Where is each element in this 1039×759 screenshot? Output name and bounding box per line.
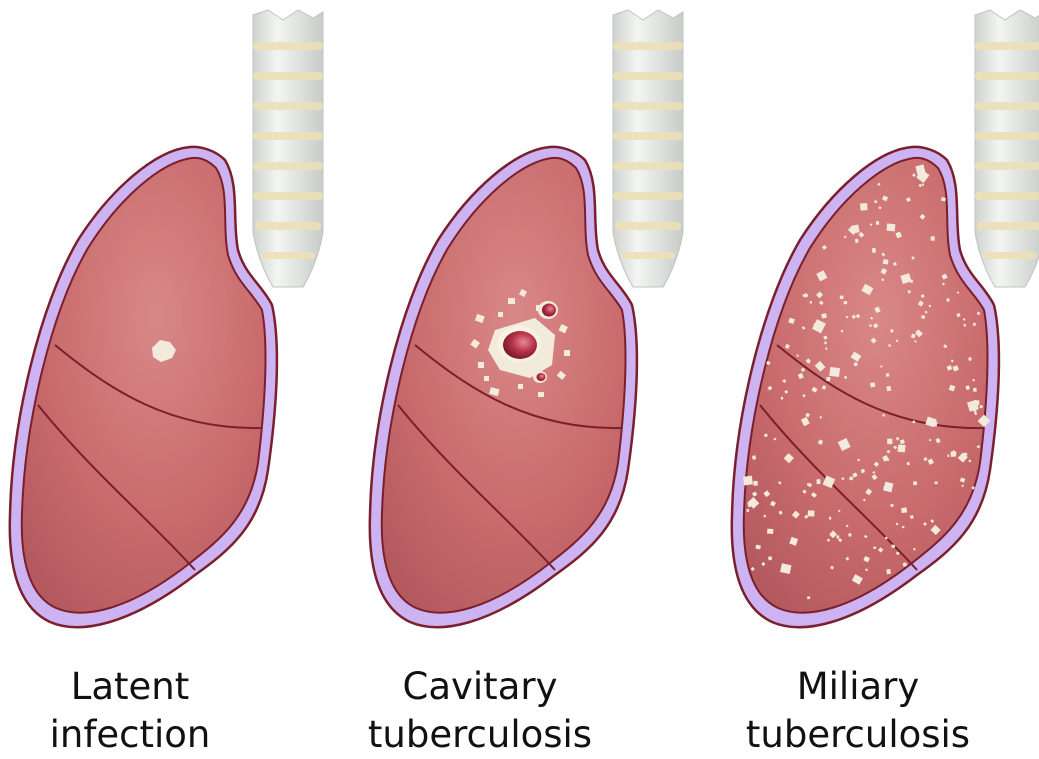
miliary-nodule xyxy=(890,504,893,507)
miliary-nodule xyxy=(826,377,830,382)
miliary-nodule xyxy=(908,290,911,293)
miliary-nodule xyxy=(897,445,905,453)
miliary-nodule xyxy=(807,483,809,486)
miliary-nodule xyxy=(743,476,753,486)
miliary-nodule xyxy=(885,537,887,539)
cavitary-panel xyxy=(370,10,683,627)
miliary-nodule xyxy=(886,386,891,391)
caption-line: infection xyxy=(0,711,280,759)
miliary-nodule xyxy=(913,481,917,485)
miliary-nodule xyxy=(969,460,971,462)
caption-line: Cavitary xyxy=(330,663,630,711)
miliary-nodule xyxy=(886,373,889,376)
miliary-nodule xyxy=(840,296,844,299)
miliary-nodule xyxy=(929,305,931,308)
caption-line: tuberculosis xyxy=(708,711,1008,759)
miliary-nodule xyxy=(910,280,913,283)
caption-line: tuberculosis xyxy=(330,711,630,759)
miliary-nodule xyxy=(870,382,875,387)
miliary-nodule xyxy=(900,439,905,444)
caption-miliary: Miliary tuberculosis xyxy=(708,663,1008,759)
miliary-nodule xyxy=(966,385,970,390)
miliary-nodule xyxy=(844,301,847,304)
latent-panel xyxy=(10,10,323,627)
miliary-nodule xyxy=(901,507,907,513)
miliary-nodule xyxy=(951,451,957,456)
miliary-nodule xyxy=(808,510,815,516)
miliary-nodule xyxy=(807,596,810,599)
miliary-nodule xyxy=(829,517,831,520)
miliary-nodule xyxy=(855,239,858,243)
miliary-nodule xyxy=(860,203,867,211)
miliary-nodule xyxy=(891,544,895,548)
miliary-panel xyxy=(732,10,1039,627)
miliary-nodule xyxy=(876,221,879,225)
trachea-illustration xyxy=(253,10,323,287)
caption-line: Latent xyxy=(0,663,280,711)
miliary-nodule xyxy=(810,301,812,304)
miliary-nodule xyxy=(887,439,892,444)
caption-latent: Latent infection xyxy=(0,663,280,759)
miliary-nodule xyxy=(980,405,983,408)
miliary-nodule xyxy=(922,184,924,186)
miliary-nodule xyxy=(931,236,935,241)
miliary-nodule xyxy=(947,298,950,301)
miliary-nodule xyxy=(824,341,827,344)
miliary-nodule xyxy=(921,295,924,298)
trachea-illustration xyxy=(975,10,1039,287)
miliary-nodule xyxy=(973,388,977,392)
miliary-nodule xyxy=(767,529,774,534)
caption-cavitary: Cavitary tuberculosis xyxy=(330,663,630,759)
miliary-nodule xyxy=(816,479,820,484)
miliary-nodule xyxy=(947,455,949,457)
miliary-nodule xyxy=(886,223,895,231)
miliary-nodule xyxy=(963,318,965,320)
miliary-nodule xyxy=(829,367,840,377)
miliary-nodule xyxy=(764,434,768,437)
trachea-illustration xyxy=(613,10,683,287)
miliary-nodule xyxy=(854,363,858,366)
miliary-nodule xyxy=(747,509,750,512)
miliary-nodule xyxy=(935,481,938,484)
miliary-nodule xyxy=(836,535,839,538)
miliary-nodule xyxy=(849,477,853,481)
miliary-nodule xyxy=(852,224,860,233)
cavity xyxy=(503,331,537,359)
miliary-nodule xyxy=(865,569,867,571)
miliary-nodule xyxy=(888,344,891,347)
miliary-nodule xyxy=(883,259,889,264)
miliary-nodule xyxy=(872,248,876,253)
caption-line: Miliary xyxy=(708,663,1008,711)
miliary-nodule xyxy=(896,340,898,342)
miliary-nodule xyxy=(753,481,758,486)
miliary-nodule xyxy=(883,486,888,491)
miliary-nodule xyxy=(752,455,756,459)
